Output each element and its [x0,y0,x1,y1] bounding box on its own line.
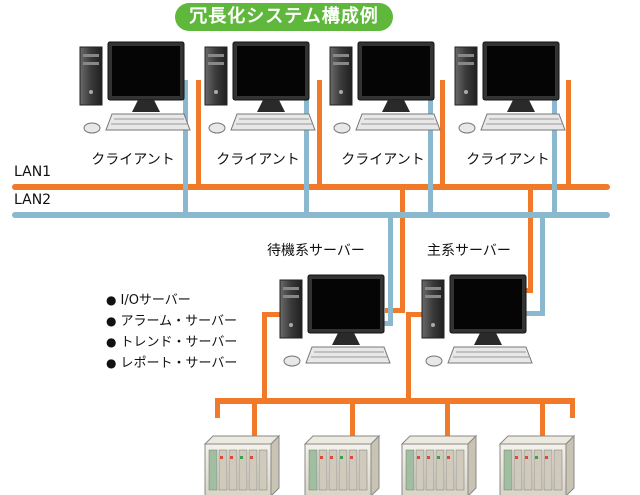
lan1-bus [12,80,610,313]
plc-device-1 [204,435,280,495]
lan2-bus [12,80,610,326]
client-label-1: クライアント [91,152,175,168]
lan1-label: LAN1 [14,164,52,180]
client-pc-4 [454,41,566,134]
server-role-item: アラーム・サーバー [106,311,237,332]
diagram-title: 冗長化システム構成例 [175,3,393,31]
control-network-bus [215,312,575,439]
standby-server-label: 待機系サーバー [267,243,365,259]
plc-device-3 [401,435,477,495]
standby-server-pc [279,274,391,367]
client-pc-1 [79,41,191,134]
client-label-4: クライアント [466,152,550,168]
client-pc-2 [204,41,316,134]
server-role-item: I/Oサーバー [106,290,237,311]
primary-server-label: 主系サーバー [427,243,511,259]
lan2-label: LAN2 [14,192,52,208]
server-role-item: レポート・サーバー [106,353,237,374]
server-role-item: トレンド・サーバー [106,332,237,353]
server-role-list: I/Oサーバー アラーム・サーバー トレンド・サーバー レポート・サーバー [106,290,237,374]
primary-server-pc [421,274,533,367]
plc-device-4 [499,435,575,495]
client-label-3: クライアント [341,152,425,168]
plc-device-2 [304,435,380,495]
client-pc-3 [329,41,441,134]
client-label-2: クライアント [216,152,300,168]
